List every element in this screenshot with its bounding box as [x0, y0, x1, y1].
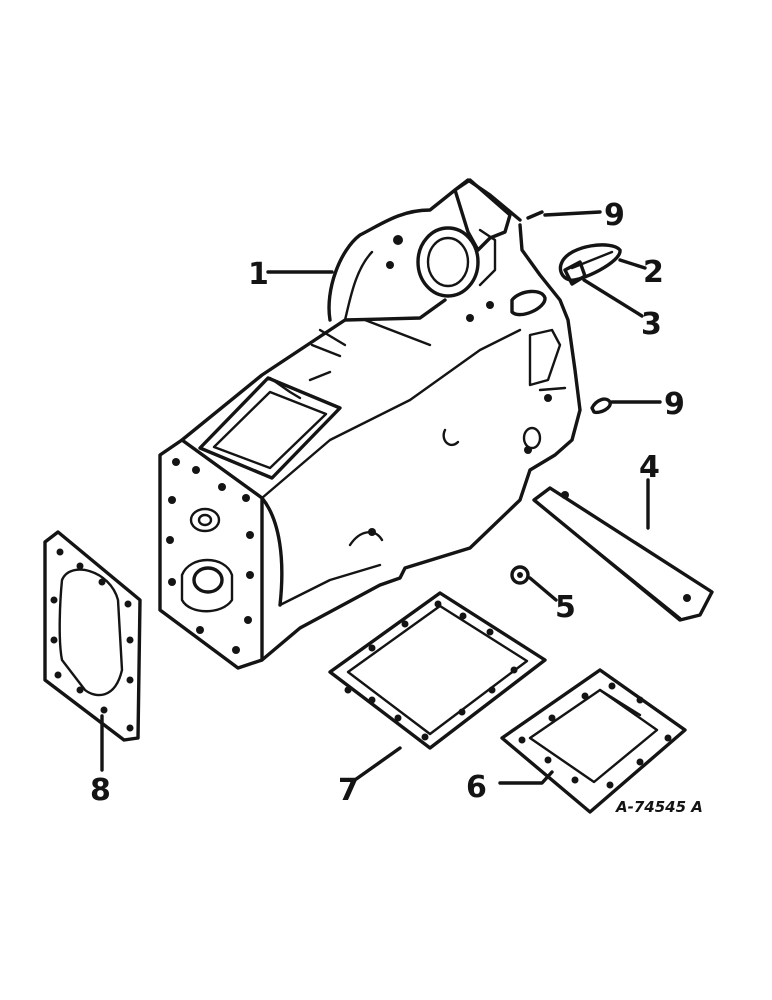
callout-8: 8 — [90, 773, 111, 808]
callout-9-upper: 9 — [604, 198, 625, 233]
callout-4: 4 — [639, 450, 660, 485]
pin-part-9-upper — [526, 210, 544, 220]
cover-part-6 — [500, 668, 687, 814]
pin-part-9-lower — [590, 397, 612, 415]
leader-lines — [100, 210, 662, 785]
gasket-part-8 — [43, 530, 142, 742]
washer-part-5 — [510, 565, 530, 585]
transmission-housing — [158, 178, 582, 670]
callout-3: 3 — [641, 307, 662, 342]
clip-part-3 — [563, 260, 587, 286]
callout-9-lower: 9 — [664, 387, 685, 422]
cover-plate-part-2 — [558, 243, 622, 282]
callout-7: 7 — [338, 773, 359, 808]
gasket-part-7 — [328, 591, 547, 750]
callout-6: 6 — [466, 770, 487, 805]
callout-1: 1 — [248, 257, 269, 292]
strip-plate-part-4 — [532, 486, 714, 622]
callout-5: 5 — [555, 590, 576, 625]
callout-2: 2 — [643, 255, 664, 290]
figure-reference: A-74545 A — [615, 798, 703, 816]
